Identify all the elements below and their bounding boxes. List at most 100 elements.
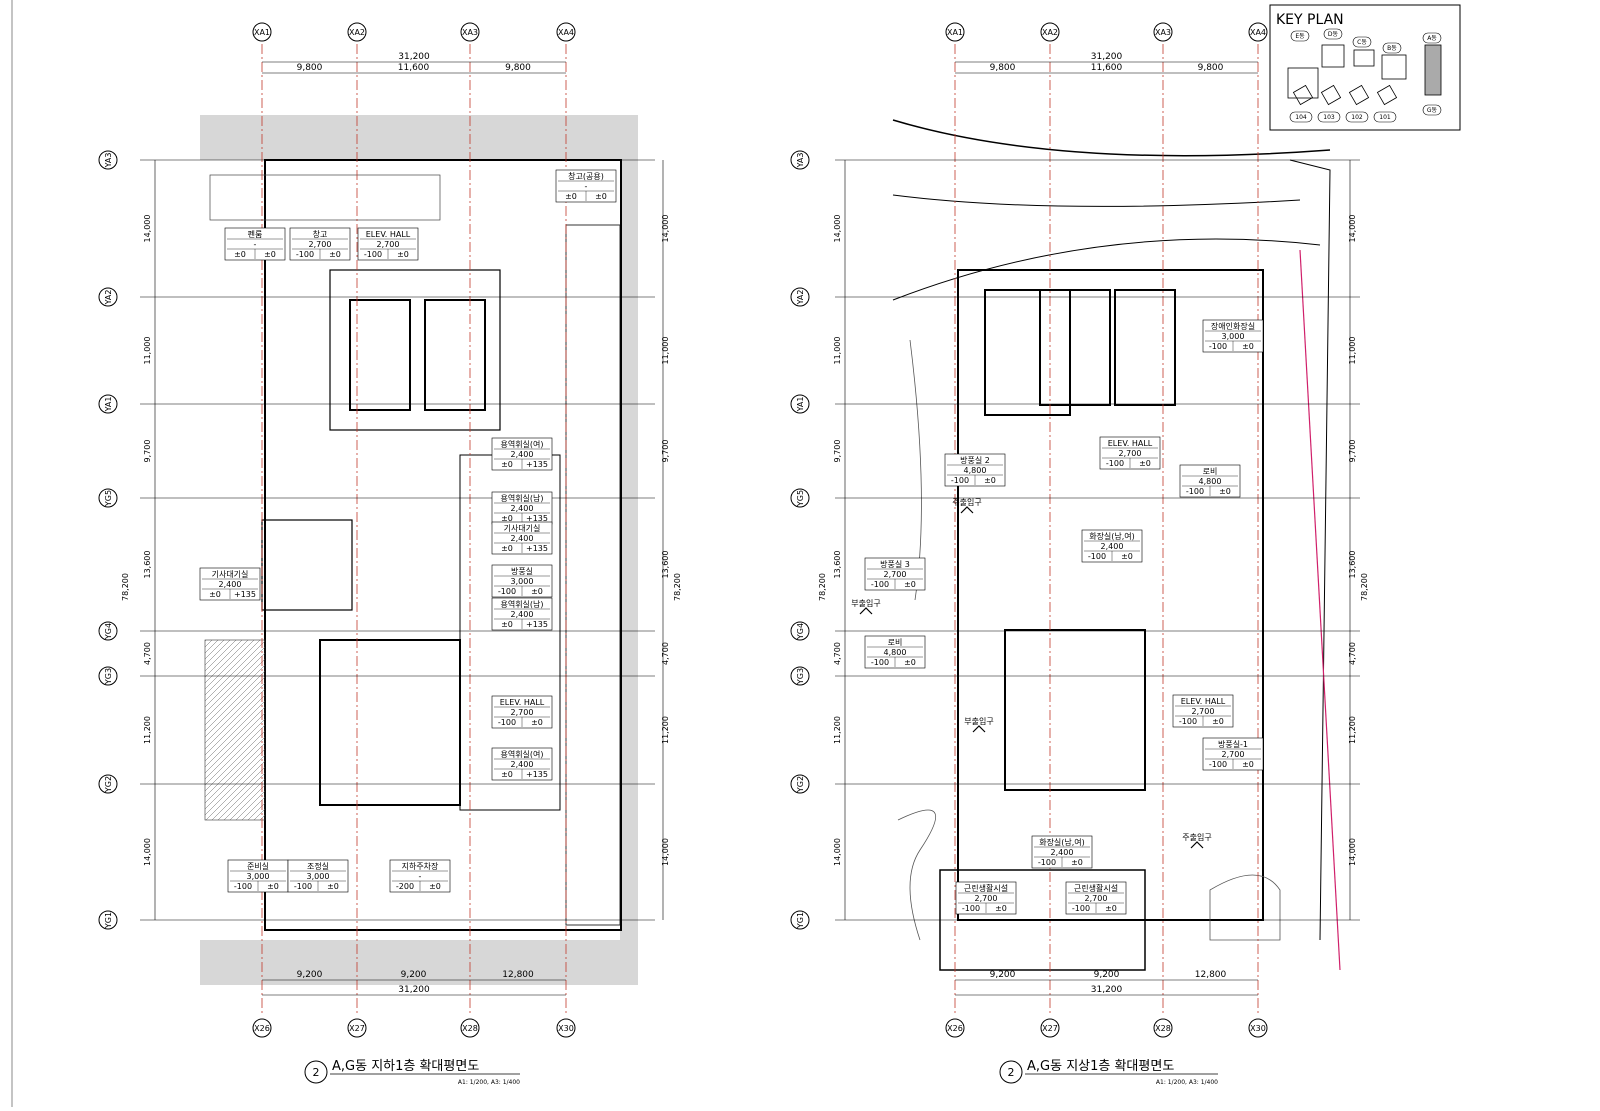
room-height: 2,400	[511, 450, 534, 459]
room-height: 3,000	[511, 577, 534, 586]
room-level-2: ±0	[1139, 459, 1151, 468]
room-name: ELEV. HALL	[1181, 697, 1226, 706]
room-level-1: -100	[1209, 342, 1227, 351]
room-level-1: -100	[498, 587, 516, 596]
dim-side: 9,700	[833, 440, 842, 463]
landscape-curve-1	[897, 809, 937, 941]
room-level-1: -100	[234, 882, 252, 891]
room-height: 2,400	[511, 504, 534, 513]
dim-side: 4,700	[833, 642, 842, 665]
dim-top: 11,600	[1091, 63, 1123, 73]
grid-bubble-side-label: YG3	[796, 668, 805, 685]
grid-bubble-side-label: YG5	[796, 490, 805, 507]
dim-side: 13,600	[661, 551, 670, 579]
grid-bubble-top: XA3	[460, 22, 480, 42]
room-height: 4,800	[964, 466, 987, 475]
room-name: 근린생활시설	[1074, 883, 1118, 893]
room-tag: 방풍실-12,700-100±0	[1202, 737, 1264, 771]
room-name: 화장실(남,여)	[1039, 837, 1085, 847]
room-level-2: +135	[526, 544, 548, 553]
grid-bubble-side-label: YA1	[796, 397, 805, 413]
room-height: 2,400	[511, 610, 534, 619]
grid-bubble-top-label: XA4	[1250, 28, 1266, 37]
room-level-2: +135	[526, 620, 548, 629]
grid-bubble-bottom: X26	[252, 1018, 272, 1038]
entrance-label: 주출입구	[952, 497, 981, 507]
room-level-2: +135	[526, 514, 548, 523]
dim-bottom: 12,800	[1195, 970, 1227, 980]
key-plan-lot: 101	[1379, 114, 1391, 121]
room-level-1: -100	[1072, 904, 1090, 913]
room-height: 4,800	[1199, 477, 1222, 486]
upper-stair-core	[424, 299, 486, 411]
key-plan-building: D동	[1328, 31, 1339, 38]
dim-top: 11,600	[398, 63, 430, 73]
room-tag: 창고(공용)-±0±0	[555, 169, 617, 203]
room-level-1: -100	[1038, 858, 1056, 867]
grid-bubble-top: XA4	[1248, 22, 1268, 42]
room-height: 2,700	[884, 570, 907, 579]
room-level-1: -100	[1088, 552, 1106, 561]
grid-bubble-side-label: YG1	[104, 912, 113, 929]
grid-bubble-bottom: X28	[460, 1018, 480, 1038]
entrance-arrow-icon	[1190, 841, 1204, 849]
room-tag: 로비4,800-100±0	[1179, 464, 1241, 498]
title-b1-scale: A1: 1/200, A3: 1/400	[458, 1079, 520, 1086]
grid-bubble-top-label: XA3	[1155, 28, 1171, 37]
room-level-2: +135	[234, 590, 256, 599]
grid-bubble-side-label: YG4	[104, 623, 113, 640]
road-curve-inner	[892, 194, 1301, 207]
grid-bubble-top: XA1	[945, 22, 965, 42]
dim-side: 11,200	[143, 716, 152, 744]
room-height: 2,700	[511, 708, 534, 717]
title-b1-number: 2	[313, 1066, 320, 1079]
room-tag: 지하주차장--200±0	[389, 859, 451, 893]
room-name: 준비실	[247, 861, 269, 871]
room-level-2: ±0	[531, 718, 543, 727]
grid-bubble-side-label: YA3	[796, 153, 805, 169]
room-height: 4,800	[884, 648, 907, 657]
entrance-label: 부출입구	[964, 716, 993, 726]
room-height: 2,700	[377, 240, 400, 249]
room-level-1: -100	[294, 882, 312, 891]
grid-bubble-top: XA2	[1040, 22, 1060, 42]
dim-side: 11,200	[1348, 716, 1357, 744]
dim-bottom: 9,200	[297, 970, 323, 980]
room-tag: 방풍실 32,700-100±0	[864, 557, 926, 591]
room-name: 방풍실-1	[1218, 739, 1248, 749]
key-plan-building: A동	[1427, 35, 1437, 42]
room-height: 3,000	[247, 872, 270, 881]
title-gf-scale: A1: 1/200, A3: 1/400	[1156, 1079, 1218, 1086]
room-level-2: ±0	[1242, 760, 1254, 769]
room-height: 3,000	[307, 872, 330, 881]
dim-side: 14,000	[1348, 215, 1357, 243]
room-name: 근린생활시설	[964, 883, 1008, 893]
dim-top-total: 31,200	[1091, 52, 1123, 62]
room-level-1: -100	[364, 250, 382, 259]
upper-elevator-core	[349, 299, 411, 411]
dim-side: 14,000	[833, 838, 842, 866]
dim-bottom-total: 31,200	[1091, 985, 1123, 995]
room-level-2: ±0	[1121, 552, 1133, 561]
key-plan-building: B동	[1387, 45, 1397, 52]
room-name: ELEV. HALL	[366, 230, 411, 239]
room-height: 2,700	[1222, 750, 1245, 759]
grid-bubble-side: YG5	[790, 488, 810, 508]
room-name: 화장실(남,여)	[1089, 531, 1135, 541]
dim-bottom-total: 31,200	[398, 985, 430, 995]
room-height: 2,400	[1101, 542, 1124, 551]
grid-bubble-bottom-label: X26	[254, 1024, 270, 1033]
grid-bubble-bottom: X27	[347, 1018, 367, 1038]
room-level-2: +135	[526, 460, 548, 469]
dim-side: 11,000	[143, 337, 152, 365]
dim-overall: 78,200	[1360, 573, 1369, 601]
room-height: -	[585, 182, 588, 191]
room-level-2: ±0	[1219, 487, 1231, 496]
room-tag: 화장실(남,여)2,400-100 ±0	[1081, 529, 1143, 563]
